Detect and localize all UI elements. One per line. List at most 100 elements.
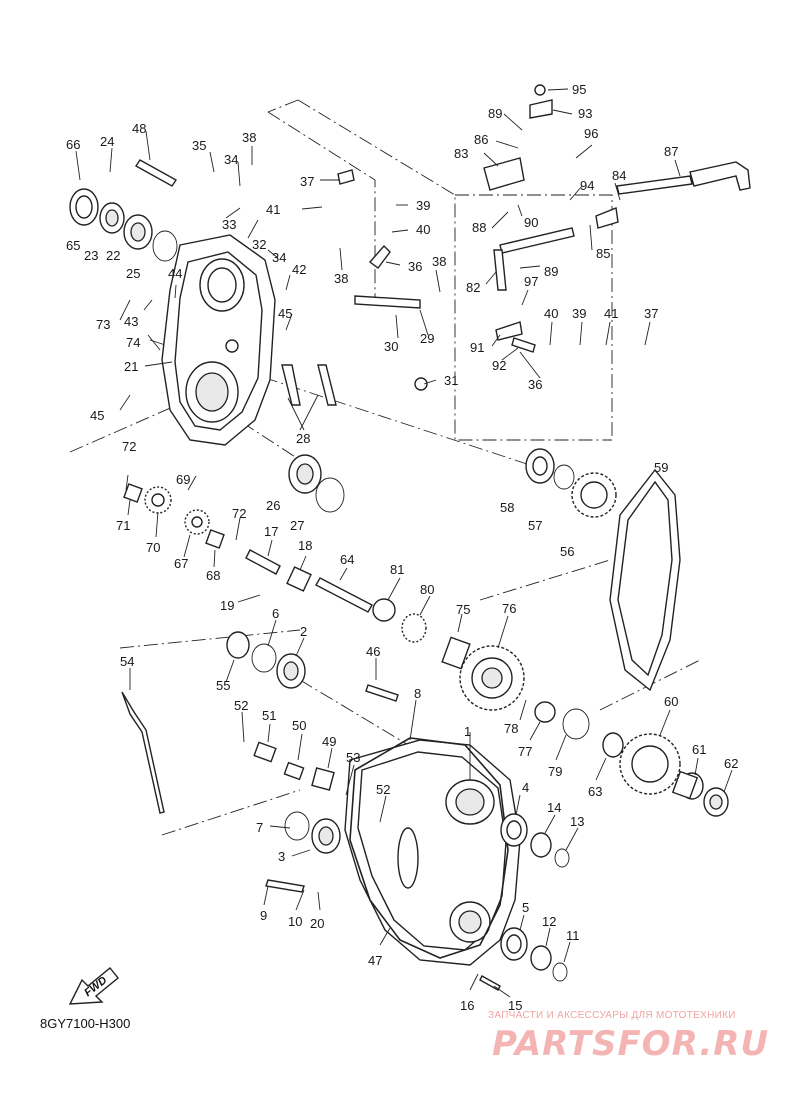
callout-label: 40: [544, 306, 558, 321]
callout-label: 43: [124, 314, 138, 329]
gear-60: [619, 733, 681, 795]
callout-labels: 1 2 3 4 5 6 7 8 9 10 11 12 13 14 15 16 1…: [66, 82, 738, 1013]
callout-label: 51: [262, 708, 276, 723]
callout-label: 55: [216, 678, 230, 693]
callout-label: 68: [206, 568, 220, 583]
callout-label: 41: [266, 202, 280, 217]
chaincase-cover-left: [161, 234, 276, 446]
callout-label: 6: [272, 606, 279, 621]
callout-label: 97: [524, 274, 538, 289]
callout-label: 36: [528, 377, 542, 392]
callout-label: 32: [252, 237, 266, 252]
callout-label: 56: [560, 544, 574, 559]
callout-label: 78: [504, 721, 518, 736]
callout-label: 96: [584, 126, 598, 141]
callout-label: 69: [176, 472, 190, 487]
callout-label: 74: [126, 335, 140, 350]
callout-label: 67: [174, 556, 188, 571]
gasket: [349, 737, 509, 959]
reference-lines: [69, 99, 701, 836]
callout-label: 53: [346, 750, 360, 765]
callout-label: 14: [547, 800, 561, 815]
callout-label: 29: [420, 331, 434, 346]
callout-label: 31: [444, 373, 458, 388]
callout-label: 77: [518, 744, 532, 759]
callout-label: 92: [492, 358, 506, 373]
callout-label: 75: [456, 602, 470, 617]
callout-label: 18: [298, 538, 312, 553]
callout-label: 72: [122, 439, 136, 454]
callout-label: 65: [66, 238, 80, 253]
callout-label: 82: [466, 280, 480, 295]
callout-label: 71: [116, 518, 130, 533]
callout-label: 93: [578, 106, 592, 121]
leader-lines: [75, 88, 733, 998]
bearings-and-seals: [69, 188, 729, 982]
callout-label: 38: [242, 130, 256, 145]
callout-label: 60: [664, 694, 678, 709]
callout-label: 22: [106, 248, 120, 263]
callout-label: 20: [310, 916, 324, 931]
callout-label: 73: [96, 317, 110, 332]
callout-label: 47: [368, 953, 382, 968]
callout-label: 33: [222, 217, 236, 232]
callout-label: 72: [232, 506, 246, 521]
callout-label: 25: [126, 266, 140, 281]
callout-label: 19: [220, 598, 234, 613]
callout-label: 76: [502, 601, 516, 616]
callout-label: 28: [296, 431, 310, 446]
callout-label: 87: [664, 144, 678, 159]
watermark-logo: PARTSFOR.RU: [492, 1024, 770, 1064]
callout-label: 62: [724, 756, 738, 771]
callout-label: 4: [522, 780, 529, 795]
callout-label: 36: [408, 259, 422, 274]
callout-label: 27: [290, 518, 304, 533]
callout-label: 7: [256, 820, 263, 835]
callout-label: 49: [322, 734, 336, 749]
diagram-code: 8GY7100-H300: [40, 1016, 131, 1031]
callout-label: 10: [288, 914, 302, 929]
callout-label: 61: [692, 742, 706, 757]
callout-label: 79: [548, 764, 562, 779]
callout-label: 39: [416, 198, 430, 213]
callout-label: 26: [266, 498, 280, 513]
sprocket-76: [459, 645, 525, 711]
callout-label: 5: [522, 900, 529, 915]
callout-label: 24: [100, 134, 114, 149]
callout-label: 34: [272, 250, 286, 265]
watermark-caption: ЗАПЧАСТИ И АКСЕССУАРЫ ДЛЯ МОТОТЕХНИКИ: [488, 1010, 736, 1021]
callout-label: 52: [234, 698, 248, 713]
callout-label: 38: [334, 271, 348, 286]
sprocket-67: [184, 509, 210, 535]
callout-label: 57: [528, 518, 542, 533]
callout-label: 9: [260, 908, 267, 923]
callout-label: 21: [124, 359, 138, 374]
callout-label: 37: [300, 174, 314, 189]
callout-label: 44: [168, 266, 182, 281]
callout-label: 70: [146, 540, 160, 555]
callout-label: 41: [604, 306, 618, 321]
callout-label: 48: [132, 121, 146, 136]
callout-label: 1: [464, 724, 471, 739]
callout-label: 13: [570, 814, 584, 829]
callout-label: 86: [474, 132, 488, 147]
callout-label: 54: [120, 654, 134, 669]
callout-label: 35: [192, 138, 206, 153]
callout-label: 3: [278, 849, 285, 864]
callout-label: 12: [542, 914, 556, 929]
callout-label: 30: [384, 339, 398, 354]
drive-chain: [609, 468, 681, 692]
callout-label: 85: [596, 246, 610, 261]
chaincase-main: [344, 739, 521, 966]
callout-label: 17: [264, 524, 278, 539]
callout-label: 90: [524, 215, 538, 230]
gears: [144, 472, 681, 795]
callout-label: 66: [66, 137, 80, 152]
callout-label: 23: [84, 248, 98, 263]
callout-label: 16: [460, 998, 474, 1013]
callout-label: 37: [644, 306, 658, 321]
callout-label: 89: [488, 106, 502, 121]
callout-label: 38: [432, 254, 446, 269]
callout-label: 40: [416, 222, 430, 237]
